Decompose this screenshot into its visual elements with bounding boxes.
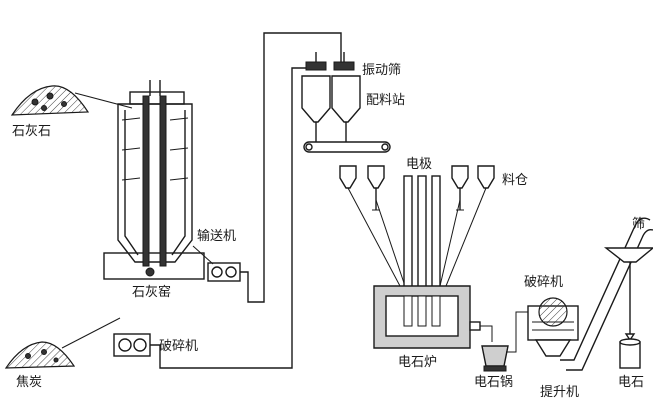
batching-bins [301,75,361,142]
limestone-feed-line [74,92,133,109]
carbide-pot [481,345,509,372]
conveyor-pointer [192,245,214,265]
crusher-right [527,297,579,357]
crusher-right-label: 破碎机 [524,275,563,290]
limestone-label: 石灰石 [12,124,51,139]
conveyor-label: 输送机 [197,228,236,244]
coke-transport-line [150,67,312,369]
silo-label: 料仓 [502,173,528,188]
elevator [560,217,653,371]
coke-feed-line [61,317,121,349]
electrode-label: 电极 [406,157,432,172]
lime-kiln [103,80,205,280]
elevator-label: 提升机 [540,384,579,400]
limestone-pile [10,85,90,116]
pot-to-crusher-line [506,311,534,353]
lime-transport-line [240,32,342,303]
coke-pile [4,341,76,369]
carbide-furnace-label: 电石炉 [398,355,437,370]
carbide-furnace [373,285,481,349]
lime-kiln-label: 石灰窑 [132,284,171,300]
tap-line [480,325,493,342]
batching-belt [303,141,391,153]
vibrating-screens [305,52,355,71]
coke-label: 焦炭 [16,375,42,390]
silos [339,165,495,211]
carbide-label: 电石 [618,375,644,390]
screen-right-label: 筛 [632,217,645,232]
carbide-container [619,338,641,369]
silo-feed-lines [347,187,487,287]
screen-right [603,247,653,342]
carbide-pot-label: 电石锅 [474,374,513,390]
batching-station-label: 配料站 [366,93,405,108]
crusher-left-label: 破碎机 [159,339,198,354]
crusher-left [113,333,151,357]
vibrating-screen-label: 振动筛 [362,63,401,78]
conveyor [207,262,241,282]
